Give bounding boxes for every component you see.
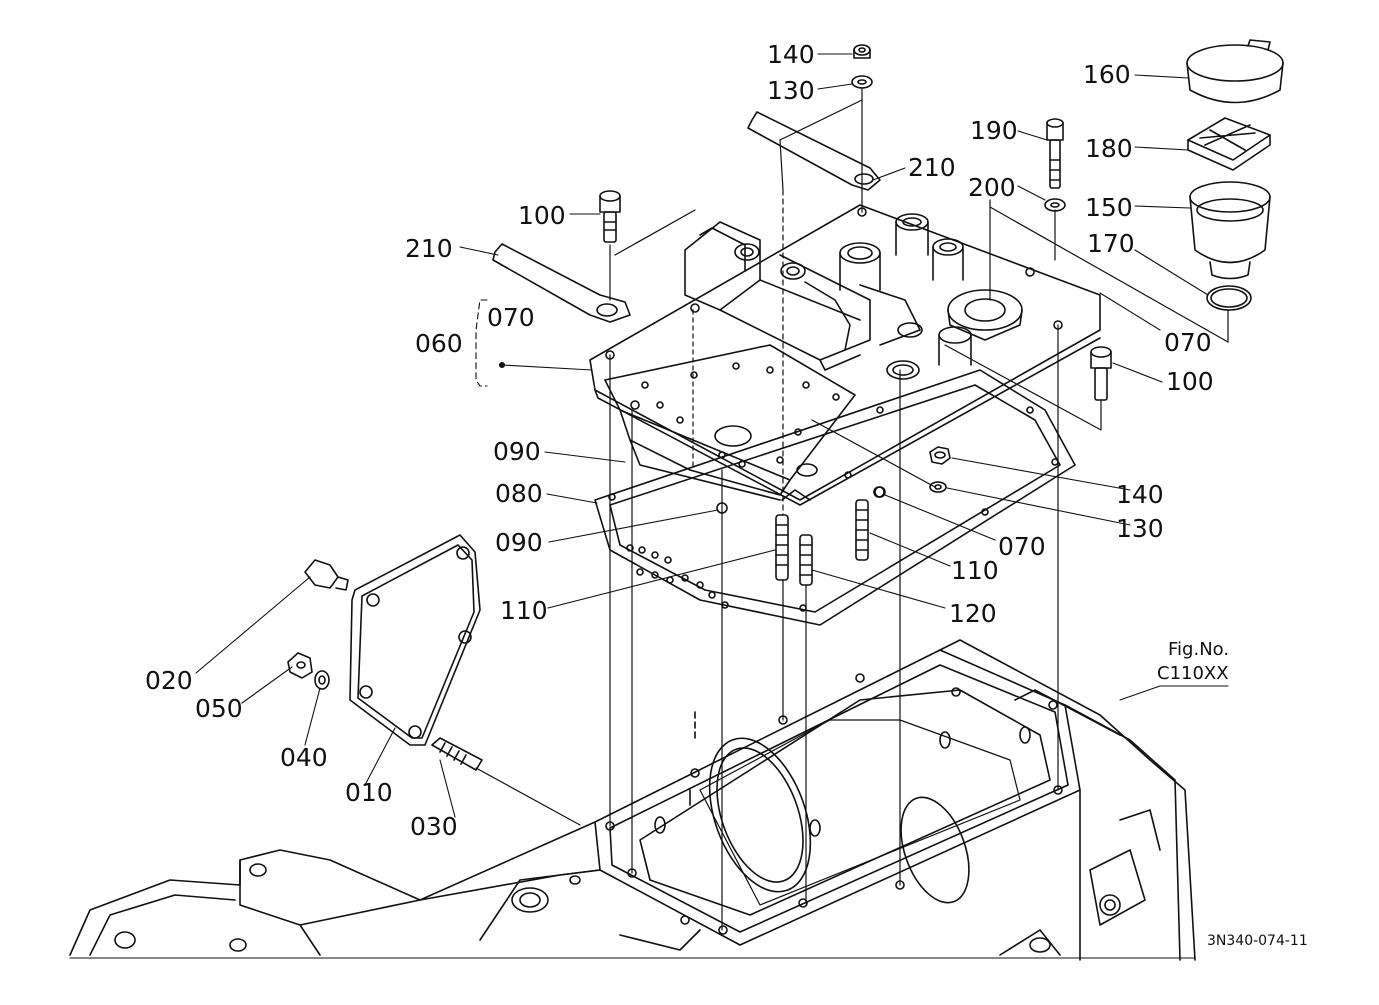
label-210-upper: 210 <box>908 153 956 182</box>
side-cover-010 <box>349 534 481 746</box>
top-nut-washer-140-130 <box>851 44 873 89</box>
label-150: 150 <box>1085 193 1133 222</box>
label-090-upper: 090 <box>493 437 541 466</box>
label-130-mid: 130 <box>1116 514 1164 543</box>
label-070-mid: 070 <box>998 532 1046 561</box>
label-200: 200 <box>968 173 1016 202</box>
label-140-mid: 140 <box>1116 480 1164 509</box>
bolt-190 <box>1044 118 1066 212</box>
gasket-080 <box>594 369 1076 626</box>
label-190: 190 <box>970 116 1018 145</box>
label-060: 060 <box>415 329 463 358</box>
label-080: 080 <box>495 479 543 508</box>
stud-030 <box>431 737 483 771</box>
label-020: 020 <box>145 666 193 695</box>
label-070-group: 070 <box>487 303 535 332</box>
leader-lines <box>195 53 1229 818</box>
fig-no-label: Fig.No. <box>1168 639 1230 660</box>
lever-plate-210-lower <box>492 243 631 323</box>
assembly-lines <box>475 87 1229 931</box>
drawing-code: 3N340-074-11 <box>1207 933 1308 949</box>
plug-020 <box>304 559 349 591</box>
label-170: 170 <box>1087 229 1135 258</box>
label-010: 010 <box>345 778 393 807</box>
label-210-lower: 210 <box>405 234 453 263</box>
label-100-right: 100 <box>1166 367 1214 396</box>
label-110-left: 110 <box>500 596 548 625</box>
label-130-top: 130 <box>767 76 815 105</box>
label-030: 030 <box>410 812 458 841</box>
studs-110-120 <box>775 499 869 586</box>
label-180: 180 <box>1085 134 1133 163</box>
lever-plate-210-upper <box>747 111 881 191</box>
transmission-case <box>69 639 1196 961</box>
valve-cover-assembly-060 <box>589 204 1101 506</box>
label-070-right: 070 <box>1164 328 1212 357</box>
bolt-100-left <box>599 190 621 243</box>
label-160: 160 <box>1083 60 1131 89</box>
label-090-lower: 090 <box>495 528 543 557</box>
label-140-top: 140 <box>767 40 815 69</box>
nut-washer-140-130-mid <box>873 446 951 498</box>
label-120: 120 <box>949 599 997 628</box>
bolt-100-right <box>1090 346 1112 401</box>
label-040: 040 <box>280 743 328 772</box>
nut-050-washer-040 <box>287 652 330 690</box>
label-100-left: 100 <box>518 201 566 230</box>
filter-assembly-150-160-170-180 <box>1186 39 1284 311</box>
label-110-right: 110 <box>951 556 999 585</box>
fig-no-value: C110XX <box>1157 663 1229 684</box>
label-050: 050 <box>195 694 243 723</box>
